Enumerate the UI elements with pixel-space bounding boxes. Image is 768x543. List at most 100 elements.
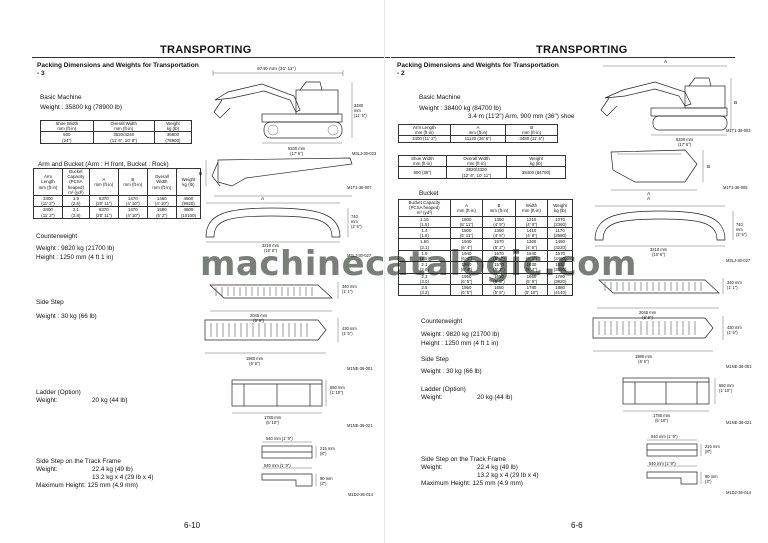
table-header: Shoe Width mm (ft·in) [398,154,447,168]
fig-code: M1T1-36-005 [723,185,748,190]
side-step-label: Side Step [421,356,449,363]
table-cell: 1.15 (1.5) [398,215,451,229]
ladder-dim-h550: 550 mm (1' 10") [719,383,734,393]
right-page: TRANSPORTING Packing Dimensions and Weig… [384,0,768,543]
table-cell: 900 (36") [398,166,447,179]
bucket-dim-b: B [707,165,711,170]
page-title: TRANSPORTING [536,44,628,56]
table-header: Bucket Capacity (PCSA heaped) m³ (yd³) [62,167,90,197]
table-header: Weight kg (lb) [506,154,566,168]
fig-code: M1NE-36-021 [726,420,752,425]
excavator-drawing [212,70,353,144]
cw-dim-h: 740 mm (2' 5") [736,222,747,237]
table-cell: 1800 (5' 11") [449,215,484,229]
step-dim-len1980: 1980 mm (6' 6") [635,354,653,364]
table-cell: 38400 (84700) [506,166,566,179]
side-step-label: Side Step [36,299,64,306]
table-cell: 1630 (3590) [547,261,573,274]
fig-code: M1D2-36-014 [726,490,752,495]
table-cell: 3480 (11' 5") [505,135,558,143]
basic-machine-weight-note: 3.4 m (11'2") Arm, 900 mm (36") shoe [468,113,575,120]
table-cell: 1470 (4' 10") [117,206,148,219]
bucket-drawing [610,149,704,191]
table-cell: 35800 (78900) [153,131,193,144]
track-dim-h90: 90 mm (3") [705,474,718,484]
ladder-weight-label: Weight: [421,394,443,401]
section-heading-suffix: - 2 [397,70,405,77]
left-page: TRANSPORTING Packing Dimensions and Weig… [32,44,390,530]
track-step-max-height: Maximum Height: 125 mm (4.9 mm) [421,480,523,487]
step-dim-h430: 430 mm (1' 5") [342,326,357,336]
basic-machine-table: Shoe Width mm (ft·in) Overall Width mm (… [40,119,193,144]
fig-code: M1NE-36-001 [347,366,373,371]
table-cell: 1570 (5' 2") [482,249,516,263]
track-step-drawing [646,439,702,485]
table-cell: 1.9 (2.5) [62,194,90,208]
ladder-dim-len1780: 1780 mm (5' 10") [264,415,282,425]
table-cell: 3820/3320 (12' 6", 10' 11") [445,166,508,179]
counterweight-label: Counterweight [421,318,463,325]
table-header: B mm (ft·in) [117,167,148,197]
ladder-label: Ladder (Option) [421,386,466,393]
bucket-label: Bucket [419,190,439,197]
dim-b: B [734,101,738,106]
bucket-table: Bucket Capacity (PCSA heaped) m³ (yd³) A… [398,199,573,297]
arm-bucket-label: Arm and Bucket (Arm : H front, Bucket : … [38,161,169,168]
counterweight-label: Counterweight [36,233,78,240]
cw-dim-len: 3210 mm (10' 6") [262,243,280,253]
step-dim-h340: 340 mm (1' 1") [727,280,742,290]
table-cell: 1360 (4' 6") [514,238,549,251]
table-cell: 1950 (6' 5") [449,272,484,286]
track-step-label: Side Step on the Track Frame [36,458,121,465]
track-step-drawing [261,441,317,487]
excavator-drawing [600,65,732,136]
table-cell: 1.4 (1.8) [398,226,451,240]
dim-height: 3480 mm (11' 5") [354,103,367,118]
table-header: Weight kg (lb) [175,167,202,197]
track-dim-w540b: 540 mm (1' 9") [264,463,291,468]
cw-dim-len: 3210 mm (10' 6") [650,247,668,257]
page-number: 6-6 [571,521,583,530]
side-step-drawing [204,282,339,354]
ladder-dim-h550: 550 mm (1' 10") [330,385,345,395]
fig-code: M1T1-36-003 [726,128,751,133]
table-header: Arm Length mm (ft·in) [32,167,64,197]
side-step-weight: Weight : 30 kg (66 lb) [421,368,482,375]
ladder-weight: 20 kg (44 lb) [92,397,128,404]
arm-bucket-table: Arm Length mm (ft·in) Bucket Capacity (P… [32,167,202,219]
arm-bucket-drawing [205,157,353,197]
table-cell: 1070 (2360) [547,215,573,229]
table-cell: 1940 (6' 4") [449,249,484,263]
step-dim-h340: 340 mm (1' 1") [342,284,357,294]
counterweight-height: Height : 1250 mm (4 ft 1 in) [36,254,114,261]
table-cell: 1170 (2580) [547,226,573,240]
cw-dim-a: A [261,197,265,202]
title-rule [391,57,735,58]
counterweight-drawing [594,205,734,247]
table-cell: 1630 (5' 4") [514,261,549,274]
table-header: B mm (ft·in) [505,123,558,137]
step-dim-len2045: 2045 mm (6' 9") [639,310,657,320]
bucket-dim-a: A [647,192,651,197]
table-cell: 1880 (4140) [547,284,573,297]
track-step-weight: 22.4 kg (49 lb) [477,464,518,471]
table-cell: 1660 (5' 5") [514,272,549,286]
table-cell: 1210 (4' 0") [514,215,549,229]
track-step-weight-label: Weight: [36,466,58,473]
table-header: Overall Width mm (ft·in) [146,167,177,197]
table-cell: 1460 (3220) [547,238,573,251]
arm-dim-b: B [199,172,203,177]
dim-length: 9740 mm (31' 11") [257,67,296,72]
fig-code: M1D2-36-014 [348,492,374,497]
dim-width: 5330 mm (17' 6") [676,137,694,147]
section-heading: Packing Dimensions and Weights for Trans… [397,62,559,69]
table-cell: 1350 (4' 5") [482,215,516,229]
title-rule [32,57,390,58]
table-cell: 2.1 (2.8) [398,261,451,274]
table-cell: 3400 (11' 2") [32,194,64,208]
shoe-width-table: Shoe Width mm (ft·in) Overall Width mm (… [398,154,566,179]
fig-code: M3LJ-30-027 [347,253,372,258]
table-cell: 1780 (3920) [547,272,573,286]
table-cell: 6370 (20' 11") [88,206,119,219]
counterweight-weight: Weight : 9820 kg (21700 lb) [36,245,115,252]
